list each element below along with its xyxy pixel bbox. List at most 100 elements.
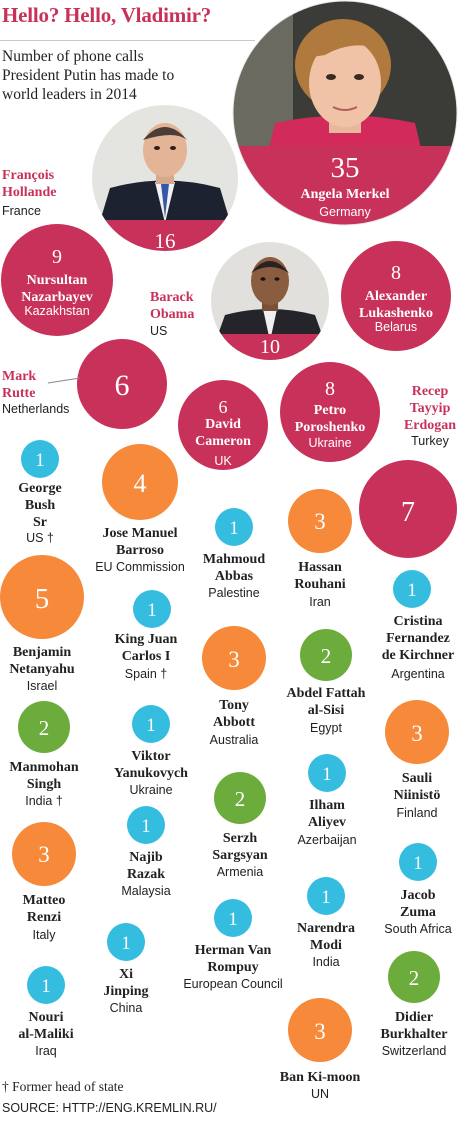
leader-name-barack-obama-line1: Barack bbox=[150, 290, 194, 305]
bubble-narendra-modi bbox=[307, 877, 345, 915]
leader-country-matteo-renzi: Italy bbox=[33, 928, 57, 942]
leader-country-benjamin-netanyahu: Israel bbox=[27, 679, 58, 693]
calls-value-francois-hollande: 16 bbox=[155, 229, 176, 253]
leader-name-hassan-rouhani-line1: Hassan bbox=[298, 560, 342, 575]
bubble-ilham-aliyev bbox=[308, 754, 346, 792]
bubble-didier-burkhalter bbox=[388, 951, 440, 1003]
leader-name-george-bush-sr-line2: Bush bbox=[25, 498, 56, 513]
bubble-jacob-zuma bbox=[399, 843, 437, 881]
leader-name-viktor-yanukovych-line1: Viktor bbox=[131, 749, 170, 764]
calls-value-narendra-modi: 1 bbox=[321, 887, 331, 908]
bubble-viktor-yanukovych bbox=[132, 705, 170, 743]
page-title: Hello? Hello, Vladimir? bbox=[2, 3, 212, 27]
leader-name-nouri-al-maliki-line1: Nouri bbox=[29, 1010, 64, 1025]
bubble-george-bush-sr bbox=[21, 440, 59, 478]
leader-name-xi-jinping-line1: Xi bbox=[119, 967, 133, 982]
bubble-mark-rutte bbox=[77, 339, 167, 429]
leader-country-nursultan-nazarbayev: Kazakhstan bbox=[24, 304, 89, 318]
leader-country-ban-ki-moon: UN bbox=[311, 1087, 329, 1101]
leader-country-viktor-yanukovych: Ukraine bbox=[129, 783, 172, 797]
leader-name-benjamin-netanyahu-line1: Benjamin bbox=[13, 645, 72, 660]
calls-value-ilham-aliyev: 1 bbox=[322, 764, 332, 785]
calls-value-petro-poroshenko: 8 bbox=[325, 378, 335, 400]
bubble-tony-abbott bbox=[202, 626, 266, 690]
leader-name-jacob-zuma-line1: Jacob bbox=[401, 888, 436, 903]
leader-country-sauli-niinisto: Finland bbox=[397, 806, 438, 820]
bubble-mahmoud-abbas bbox=[215, 508, 253, 546]
bubble-nouri-al-maliki bbox=[27, 966, 65, 1004]
bubble-sauli-niinisto bbox=[385, 700, 449, 764]
leader-country-king-juan-carlos-i: Spain † bbox=[125, 667, 167, 681]
leader-name-manmohan-singh-line1: Manmohan bbox=[9, 760, 78, 775]
calls-value-alexander-lukashenko: 8 bbox=[391, 262, 401, 284]
leader-country-barack-obama: US bbox=[150, 324, 167, 338]
bubble-cristina-fernandez-de-kirchner bbox=[393, 570, 431, 608]
leader-name-sauli-niinisto-line1: Sauli bbox=[402, 771, 432, 786]
calls-value-david-cameron: 6 bbox=[219, 397, 228, 417]
calls-value-benjamin-netanyahu: 5 bbox=[35, 583, 50, 615]
leader-country-nouri-al-maliki: Iraq bbox=[35, 1044, 57, 1058]
leader-name-nouri-al-maliki-line2: al-Maliki bbox=[18, 1027, 73, 1042]
calls-value-ban-ki-moon: 3 bbox=[314, 1019, 326, 1044]
bubble-serzh-sargsyan bbox=[214, 772, 266, 824]
bubble-manmohan-singh bbox=[18, 701, 70, 753]
leader-line-mark-rutte bbox=[47, 377, 81, 384]
leader-name-ban-ki-moon-line1: Ban Ki-moon bbox=[280, 1070, 361, 1085]
leader-name-mahmoud-abbas-line1: Mahmoud bbox=[203, 552, 265, 567]
subtitle: Number of phone calls President Putin ha… bbox=[2, 48, 175, 103]
bubble-matteo-renzi bbox=[12, 822, 76, 886]
leader-name-sauli-niinisto-line2: Niinistö bbox=[394, 788, 441, 803]
bubble-jose-manuel-barroso bbox=[102, 444, 178, 520]
leader-name-recep-tayyip-erdogan-line1: Recep bbox=[412, 384, 449, 399]
calls-value-manmohan-singh: 2 bbox=[39, 716, 50, 740]
leader-name-jose-manuel-barroso-line1: Jose Manuel bbox=[102, 526, 177, 541]
leader-country-didier-burkhalter: Switzerland bbox=[382, 1044, 447, 1058]
calls-value-nouri-al-maliki: 1 bbox=[41, 976, 51, 997]
leader-name-mark-rutte-line2: Rutte bbox=[2, 386, 35, 401]
source-line: SOURCE: HTTP://ENG.KREMLIN.RU/ bbox=[2, 1101, 217, 1115]
leader-country-mark-rutte: Netherlands bbox=[2, 402, 69, 416]
leader-name-recep-tayyip-erdogan-line3: Erdogan bbox=[404, 418, 456, 433]
leader-name-david-cameron-line1: David bbox=[205, 417, 241, 432]
leader-name-recep-tayyip-erdogan-line2: Tayyip bbox=[410, 401, 451, 416]
calls-value-abdel-fattah-al-sisi: 2 bbox=[321, 644, 332, 668]
leader-name-manmohan-singh-line2: Singh bbox=[27, 777, 61, 792]
bubble-benjamin-netanyahu bbox=[0, 555, 84, 639]
leader-country-mahmoud-abbas: Palestine bbox=[208, 586, 259, 600]
leader-name-francois-hollande-line2: Hollande bbox=[2, 185, 56, 200]
leader-name-george-bush-sr-line3: Sr bbox=[33, 515, 47, 530]
leader-name-viktor-yanukovych-line2: Yanukovych bbox=[114, 766, 188, 781]
leader-country-ilham-aliyev: Azerbaijan bbox=[297, 833, 356, 847]
calls-value-recep-tayyip-erdogan: 7 bbox=[401, 497, 415, 528]
bubble-david-cameron bbox=[178, 380, 268, 470]
bubble-petro-poroshenko bbox=[280, 362, 380, 462]
leader-country-recep-tayyip-erdogan: Turkey bbox=[411, 434, 449, 448]
bubble-herman-van-rompuy bbox=[214, 899, 252, 937]
calls-value-hassan-rouhani: 3 bbox=[314, 509, 326, 534]
leader-name-herman-van-rompuy-line1: Herman Van bbox=[195, 943, 272, 958]
calls-value-nursultan-nazarbayev: 9 bbox=[52, 246, 62, 268]
leader-name-cristina-fernandez-de-kirchner-line1: Cristina bbox=[394, 614, 443, 629]
leader-name-jose-manuel-barroso-line2: Barroso bbox=[116, 543, 164, 558]
bubble-hassan-rouhani bbox=[288, 489, 352, 553]
calls-value-matteo-renzi: 3 bbox=[38, 842, 50, 867]
leader-country-cristina-fernandez-de-kirchner: Argentina bbox=[391, 667, 445, 681]
leader-country-najib-razak: Malaysia bbox=[121, 884, 170, 898]
leader-name-serzh-sargsyan-line1: Serzh bbox=[223, 831, 257, 846]
leader-name-mahmoud-abbas-line2: Abbas bbox=[215, 569, 254, 584]
leader-name-xi-jinping-line2: Jinping bbox=[103, 984, 148, 999]
hollande-portrait bbox=[92, 105, 238, 251]
leader-country-herman-van-rompuy: European Council bbox=[183, 977, 282, 991]
leader-name-petro-poroshenko-line2: Poroshenko bbox=[295, 420, 366, 435]
leader-name-serzh-sargsyan-line2: Sargsyan bbox=[212, 848, 267, 863]
leader-name-cristina-fernandez-de-kirchner-line3: de Kirchner bbox=[382, 648, 454, 663]
leader-name-angela-merkel-line1: Angela Merkel bbox=[300, 187, 389, 202]
calls-value-barack-obama: 10 bbox=[260, 336, 280, 358]
calls-value-didier-burkhalter: 2 bbox=[409, 966, 420, 990]
leader-name-abdel-fattah-al-sisi-line2: al-Sisi bbox=[308, 703, 345, 718]
leader-country-tony-abbott: Australia bbox=[210, 733, 259, 747]
leader-name-king-juan-carlos-i-line1: King Juan bbox=[115, 632, 178, 647]
leader-name-abdel-fattah-al-sisi-line1: Abdel Fattah bbox=[287, 686, 366, 701]
leader-country-angela-merkel: Germany bbox=[319, 205, 371, 219]
calls-value-king-juan-carlos-i: 1 bbox=[147, 600, 157, 621]
